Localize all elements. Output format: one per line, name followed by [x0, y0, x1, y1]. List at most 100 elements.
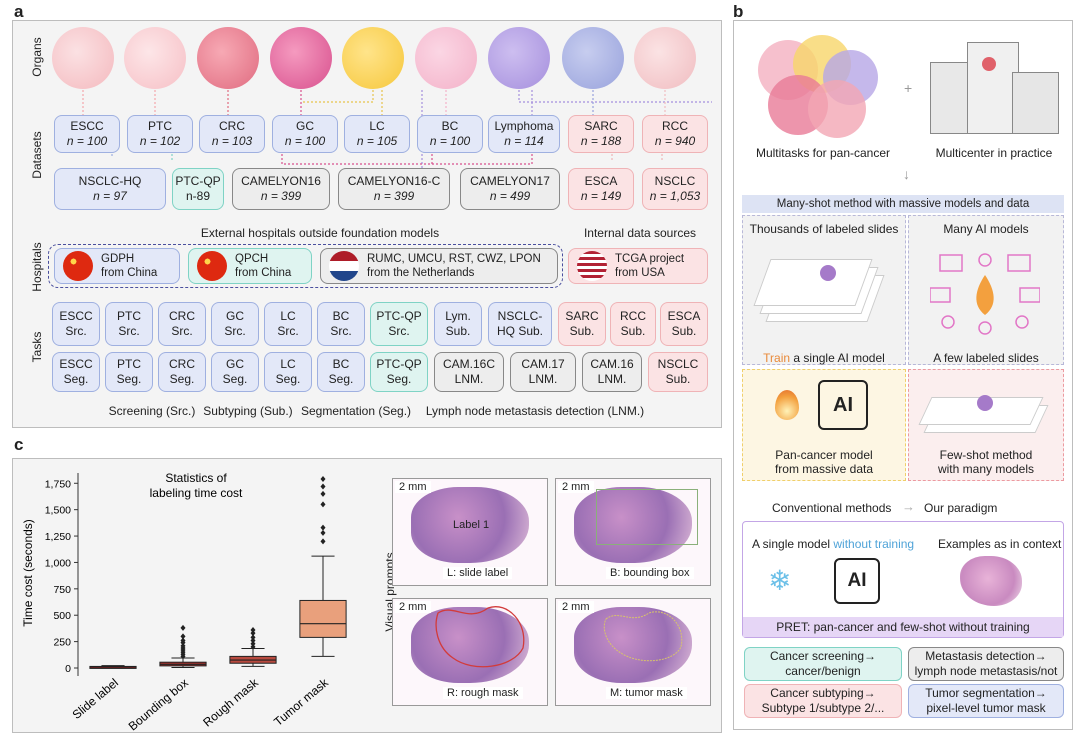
y-tick-label: 500 — [53, 610, 71, 622]
task-tumor-segmentation: Tumor segmentation→pixel-level tumor mas… — [908, 684, 1064, 718]
outlier-point — [180, 633, 186, 640]
outlier-point — [320, 524, 326, 531]
many-models-illustration — [930, 253, 1040, 335]
tumor-mask-thumbnail: 2 mm M: tumor mask — [555, 598, 711, 706]
scale-bar: 2 mm — [395, 481, 431, 493]
china-flag-icon — [197, 251, 227, 281]
pret-banner: PRET: pan-cancer and few-shot without tr… — [743, 617, 1063, 637]
legend-segmentation: Segmentation (Seg.) — [300, 404, 412, 418]
outlier-point — [320, 490, 326, 497]
outlier-point — [180, 637, 186, 644]
netherlands-flag-icon — [329, 251, 359, 281]
kidney-organ-icon — [634, 27, 696, 89]
multicenter-caption: Multicenter in practice — [935, 146, 1053, 160]
prompt-rough-mask: R: rough mask — [443, 687, 523, 699]
breast-organ-icon — [415, 27, 477, 89]
multitask-caption: Multitasks for pan-cancer — [755, 146, 891, 160]
panel-b-label: b — [733, 2, 744, 21]
usa-flag-icon — [577, 251, 607, 281]
outlier-point — [250, 627, 256, 633]
x-tick-label: Rough mask — [200, 675, 261, 730]
label1-text: Label 1 — [453, 519, 490, 531]
few-slides-illustration — [918, 395, 1049, 435]
task-lym-sub: Lym.Sub. — [434, 302, 482, 346]
snowflake-icon: ❄ — [768, 565, 792, 596]
prompt-slide-label: L: slide label — [443, 567, 513, 579]
legend-subtyping: Subtyping (Sub.) — [203, 404, 293, 418]
panel-a-label: a — [14, 2, 24, 21]
y-tick-label: 250 — [53, 637, 71, 649]
lymph-organ-icon — [488, 27, 550, 89]
tasks-row-label: Tasks — [30, 331, 44, 363]
x-tick-label: Tumor mask — [271, 675, 331, 729]
outlier-point — [250, 634, 256, 641]
y-tick-label: 1,500 — [45, 505, 71, 517]
external-hospitals-group — [48, 244, 563, 288]
esophagus-organ-icon — [52, 27, 114, 89]
scale-bar: 2 mm — [558, 481, 594, 493]
multicenter-illustration — [922, 32, 1064, 140]
our-paradigm-label: Our paradigm — [924, 501, 998, 515]
conventional-label: Conventional methods — [772, 501, 892, 515]
task-cancer-screening: Cancer screening→cancer/benign — [744, 647, 902, 681]
stomach-organ-icon — [270, 27, 332, 89]
ai-chip-icon-2: AI — [834, 558, 880, 604]
y-tick-label: 750 — [53, 584, 71, 596]
outlier-point — [250, 640, 256, 647]
y-tick-label: 1,250 — [45, 531, 71, 543]
thyroid-organ-icon — [124, 27, 186, 89]
legend-lnm: Lymph node metastasis detection (LNM.) — [425, 404, 645, 418]
thousands-slides-label: Thousands of labeled slides — [749, 222, 899, 236]
task-metastasis-detection: Metastasis detection→lymph node metastas… — [908, 647, 1064, 681]
x-tick-label: Slide label — [70, 676, 121, 722]
rough-mask-thumbnail: 2 mm R: rough mask — [392, 598, 548, 706]
outlier-point — [180, 624, 186, 631]
outlier-point — [250, 630, 256, 637]
outlier-point — [180, 642, 186, 649]
legend-screening: Screening (Src.) — [108, 404, 196, 418]
slide-label-thumbnail: Label 1 2 mm L: slide label — [392, 478, 548, 586]
scale-bar: 2 mm — [558, 601, 594, 613]
outlier-point — [320, 529, 326, 536]
chart-title: Statistics of — [165, 471, 227, 485]
slide-stack-illustration — [753, 255, 885, 325]
many-models-label: Many AI models — [943, 222, 1029, 236]
outlier-point — [320, 501, 326, 508]
colorectum-organ-icon — [197, 27, 259, 89]
prompt-bounding-box: B: bounding box — [606, 567, 694, 579]
x-tick-label: Bounding box — [126, 676, 191, 733]
outlier-point — [250, 643, 256, 650]
panel-c-label: c — [14, 435, 24, 454]
outlier-point — [320, 483, 326, 490]
